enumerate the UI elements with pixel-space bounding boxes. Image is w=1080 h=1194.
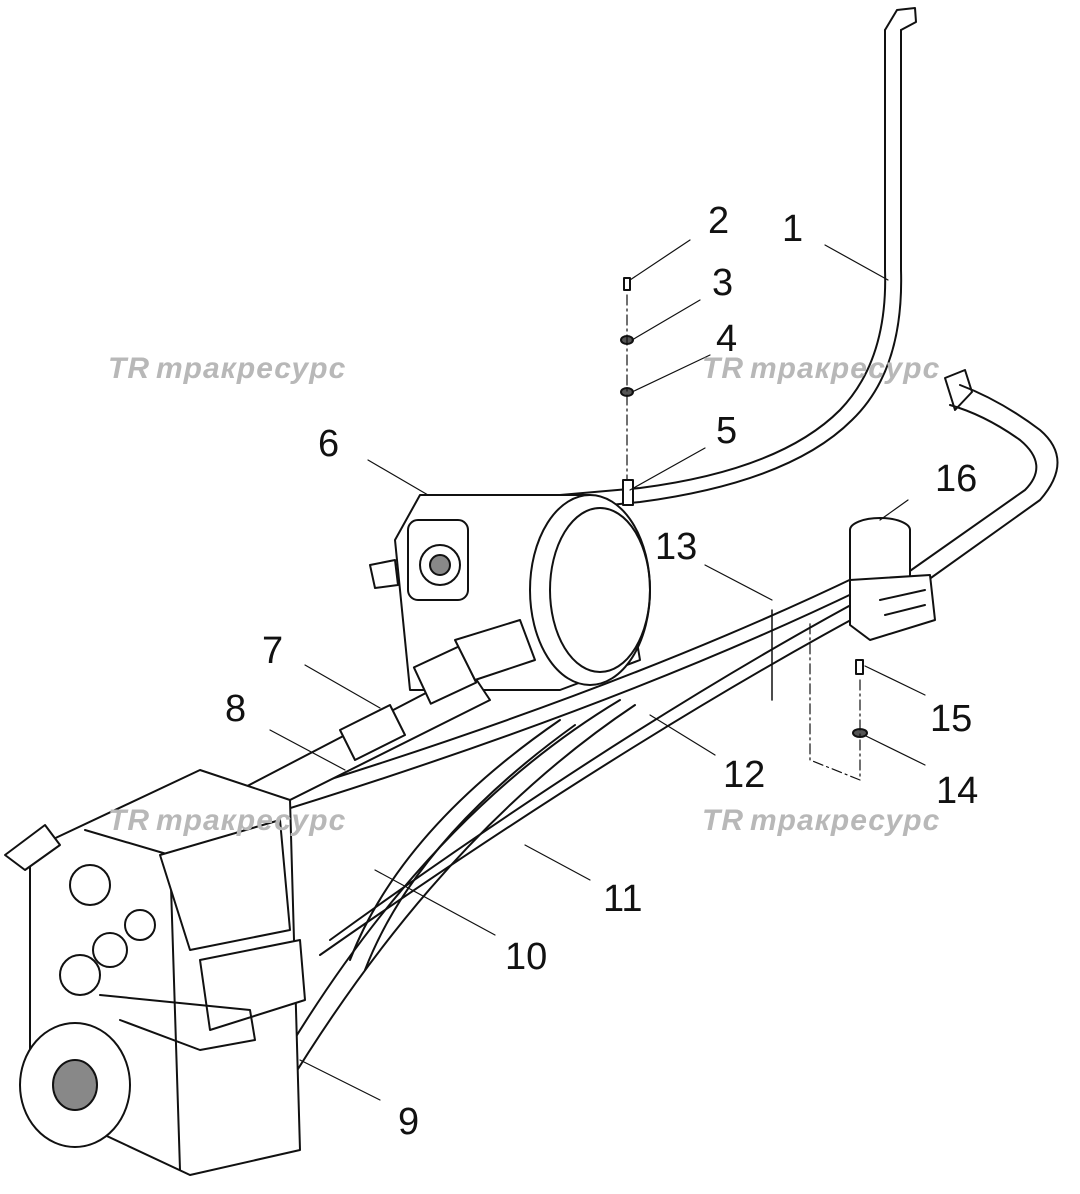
- callout-9: 9: [398, 1101, 420, 1143]
- watermark-text: тракресурс: [750, 352, 941, 385]
- watermark-text: тракресурс: [156, 352, 347, 385]
- leader-lines: [269, 239, 926, 1101]
- gearbox-9: [4, 769, 306, 1176]
- callout-2: 2: [708, 200, 730, 242]
- drive-shaft: [229, 619, 536, 821]
- watermark-logo: TR: [702, 352, 744, 385]
- callout-15: 15: [930, 698, 973, 740]
- hose-1: [559, 7, 917, 511]
- callout-13: 13: [655, 526, 698, 568]
- callout-11: 11: [603, 878, 643, 920]
- callout-10: 10: [505, 936, 548, 978]
- valve-16: [849, 517, 936, 641]
- callout-8: 8: [225, 688, 247, 730]
- bolt-2: [623, 277, 631, 291]
- watermark-text: тракресурс: [750, 804, 941, 837]
- bolt-15: [855, 659, 864, 675]
- hose-13: [889, 369, 1059, 601]
- callout-7: 7: [262, 630, 284, 672]
- callout-16: 16: [935, 458, 978, 500]
- watermark-logo: TR: [108, 804, 150, 837]
- callout-4: 4: [716, 318, 738, 360]
- watermark-logo: TR: [108, 352, 150, 385]
- clamp-5: [622, 479, 634, 506]
- callout-3: 3: [712, 262, 734, 304]
- callout-5: 5: [716, 410, 738, 452]
- watermark-logo: TR: [702, 804, 744, 837]
- callout-6: 6: [318, 423, 340, 465]
- watermark-text: тракресурс: [156, 804, 347, 837]
- callout-14: 14: [936, 770, 979, 812]
- callout-12: 12: [723, 754, 766, 796]
- tube-bundle: [229, 574, 861, 1091]
- callout-1: 1: [782, 208, 804, 250]
